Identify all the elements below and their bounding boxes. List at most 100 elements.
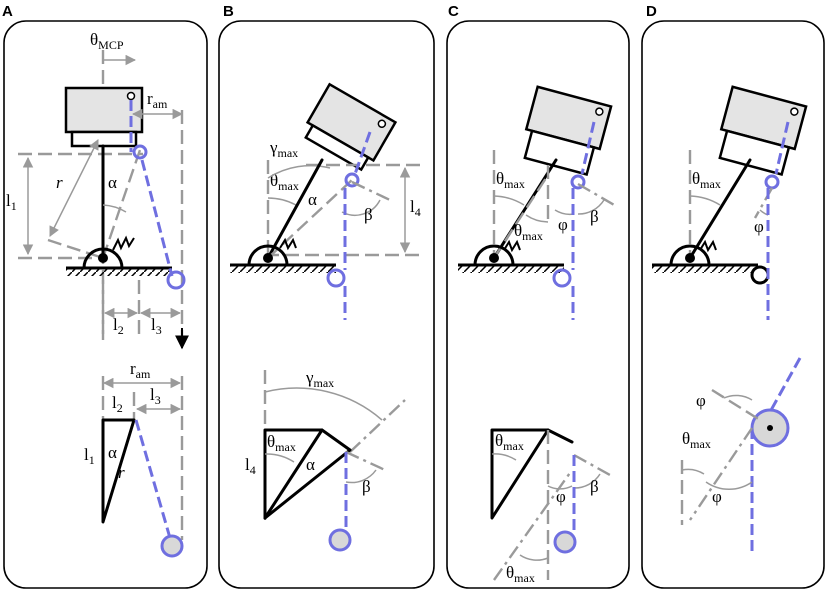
- label-l4-bottom: l4: [245, 455, 256, 477]
- label-r-am-top: ram: [147, 89, 168, 111]
- label-l2-bottom: l2: [112, 393, 123, 415]
- c-ground-hatch: [458, 266, 564, 273]
- label-phi-d-upper: φ: [696, 391, 706, 410]
- c-bottom-diagonal: [493, 469, 573, 581]
- d-cable-upper: [774, 121, 790, 175]
- panel-b: l4 γmax θmax α β γmax θmax l4 α: [230, 82, 425, 552]
- c-theta-lowest-arc: [519, 554, 549, 561]
- a-upper-pulley: [132, 144, 148, 160]
- b-cable-upper: [353, 131, 372, 175]
- label-phi-d-lower: φ: [712, 487, 722, 506]
- a-spring: [112, 235, 135, 251]
- b-linkage-rod: [266, 158, 324, 260]
- d-theta-bottom-arc: [681, 468, 705, 475]
- label-theta-max-d-top: θmax: [692, 169, 721, 191]
- label-theta-max-b-bottom: θmax: [267, 432, 296, 454]
- a-pivot: [98, 253, 108, 263]
- label-phi-c-top: φ: [558, 215, 568, 234]
- c-beta-line: [577, 182, 617, 208]
- a-box-diagonal: [47, 238, 104, 260]
- b-gamma-bottom-line: [349, 399, 406, 453]
- panel-c: θmax θmax β φ θmax β φ θmax: [458, 85, 617, 585]
- a-triangle: [101, 418, 136, 524]
- c-box-pin: [595, 107, 604, 116]
- label-gamma-max-bottom: γmax: [305, 368, 334, 390]
- a-pivot-diagonal: [101, 149, 142, 259]
- a-finger-base: [70, 130, 138, 148]
- d-phi-lower-arc: [705, 481, 753, 491]
- d-pivot-arc: [669, 244, 711, 267]
- label-alpha-top: α: [108, 173, 117, 192]
- c-beta-bottom-arc: [573, 473, 601, 489]
- d-finger-base: [718, 129, 791, 176]
- c-theta-arc: [493, 195, 525, 206]
- d-bottom-diagonal-upper: [711, 388, 761, 422]
- b-theta-bottom-arc: [264, 453, 295, 463]
- b-quad-diagonal: [263, 428, 324, 520]
- panel-c-frame: [446, 20, 630, 589]
- c-triangle-extension: [546, 428, 574, 444]
- a-pivot-arc: [82, 247, 124, 270]
- c-pivot: [489, 253, 499, 263]
- a-cable-bottom: [134, 419, 172, 539]
- label-l3-bottom: l3: [150, 385, 161, 407]
- label-alpha-b-bottom: α: [306, 455, 315, 474]
- c-linkage-rod: [492, 158, 558, 260]
- panel-letter-d: D: [646, 3, 657, 20]
- b-beta-bottom-line: [345, 450, 386, 472]
- panel-a: θMCP ram l1 r α: [6, 30, 189, 558]
- d-theta-arc: [689, 195, 721, 206]
- c-phi-bottom-arc: [547, 485, 573, 490]
- label-beta-b-bottom: β: [362, 477, 371, 496]
- label-theta-mcp: θMCP: [90, 30, 124, 52]
- c-finger-base: [523, 129, 596, 176]
- d-phi-upper-arc: [723, 394, 753, 401]
- a-alpha-arc: [102, 204, 127, 213]
- panel-a-frame: [3, 20, 208, 589]
- label-theta-max-b-top: θmax: [270, 171, 299, 193]
- a-lower-pulley: [166, 270, 186, 290]
- label-theta-max-c-top: θmax: [496, 169, 525, 191]
- c-beta-arc: [577, 199, 605, 215]
- b-finger-base: [304, 123, 370, 172]
- label-phi-d-top: φ: [754, 217, 764, 236]
- label-l3-top: l3: [151, 315, 162, 337]
- d-bottom-pulley-center: [767, 425, 773, 431]
- b-beta-arc: [341, 199, 381, 216]
- c-pivot-arc: [473, 244, 515, 267]
- label-l1-bottom: l1: [84, 445, 95, 467]
- a-box-pin: [126, 91, 136, 101]
- label-phi-c-bottom: φ: [556, 487, 566, 506]
- b-spring: [279, 237, 297, 251]
- c-theta-bottom-arc: [491, 453, 517, 461]
- label-gamma-max-top: γmax: [269, 138, 298, 160]
- d-lower-pulley: [750, 265, 770, 285]
- b-beta-line: [351, 180, 391, 202]
- b-pivot-arc: [247, 244, 289, 267]
- c-lower-pulley: [552, 268, 572, 288]
- label-alpha-b-top: α: [308, 190, 317, 209]
- label-beta-b-top: β: [364, 205, 373, 224]
- label-theta-max-c-bottom: θmax: [495, 431, 524, 453]
- a-r-dimension: [49, 139, 99, 237]
- a-cable-diagonal: [140, 159, 174, 277]
- label-r-bottom: r: [118, 463, 125, 482]
- a-bottom-pulley: [160, 534, 184, 558]
- d-upper-pulley: [764, 174, 780, 190]
- b-lower-pulley: [326, 268, 346, 288]
- b-theta-arc: [267, 197, 297, 206]
- panel-letter-b: B: [223, 3, 234, 20]
- a-ground-hatch: [66, 269, 172, 276]
- b-upper-pulley: [344, 172, 360, 188]
- b-gamma-arc: [267, 164, 331, 179]
- b-box-pin: [377, 119, 387, 129]
- label-theta-max-c-lowest: θmax: [506, 563, 535, 585]
- c-triangle: [490, 428, 550, 520]
- b-ground-hatch: [230, 266, 336, 273]
- c-phi-arc: [554, 209, 575, 216]
- panel-d: θmax φ φ θmax φ: [652, 85, 808, 555]
- label-r-top: r: [56, 173, 63, 192]
- d-pivot: [685, 253, 695, 263]
- label-alpha-bottom: α: [108, 443, 117, 462]
